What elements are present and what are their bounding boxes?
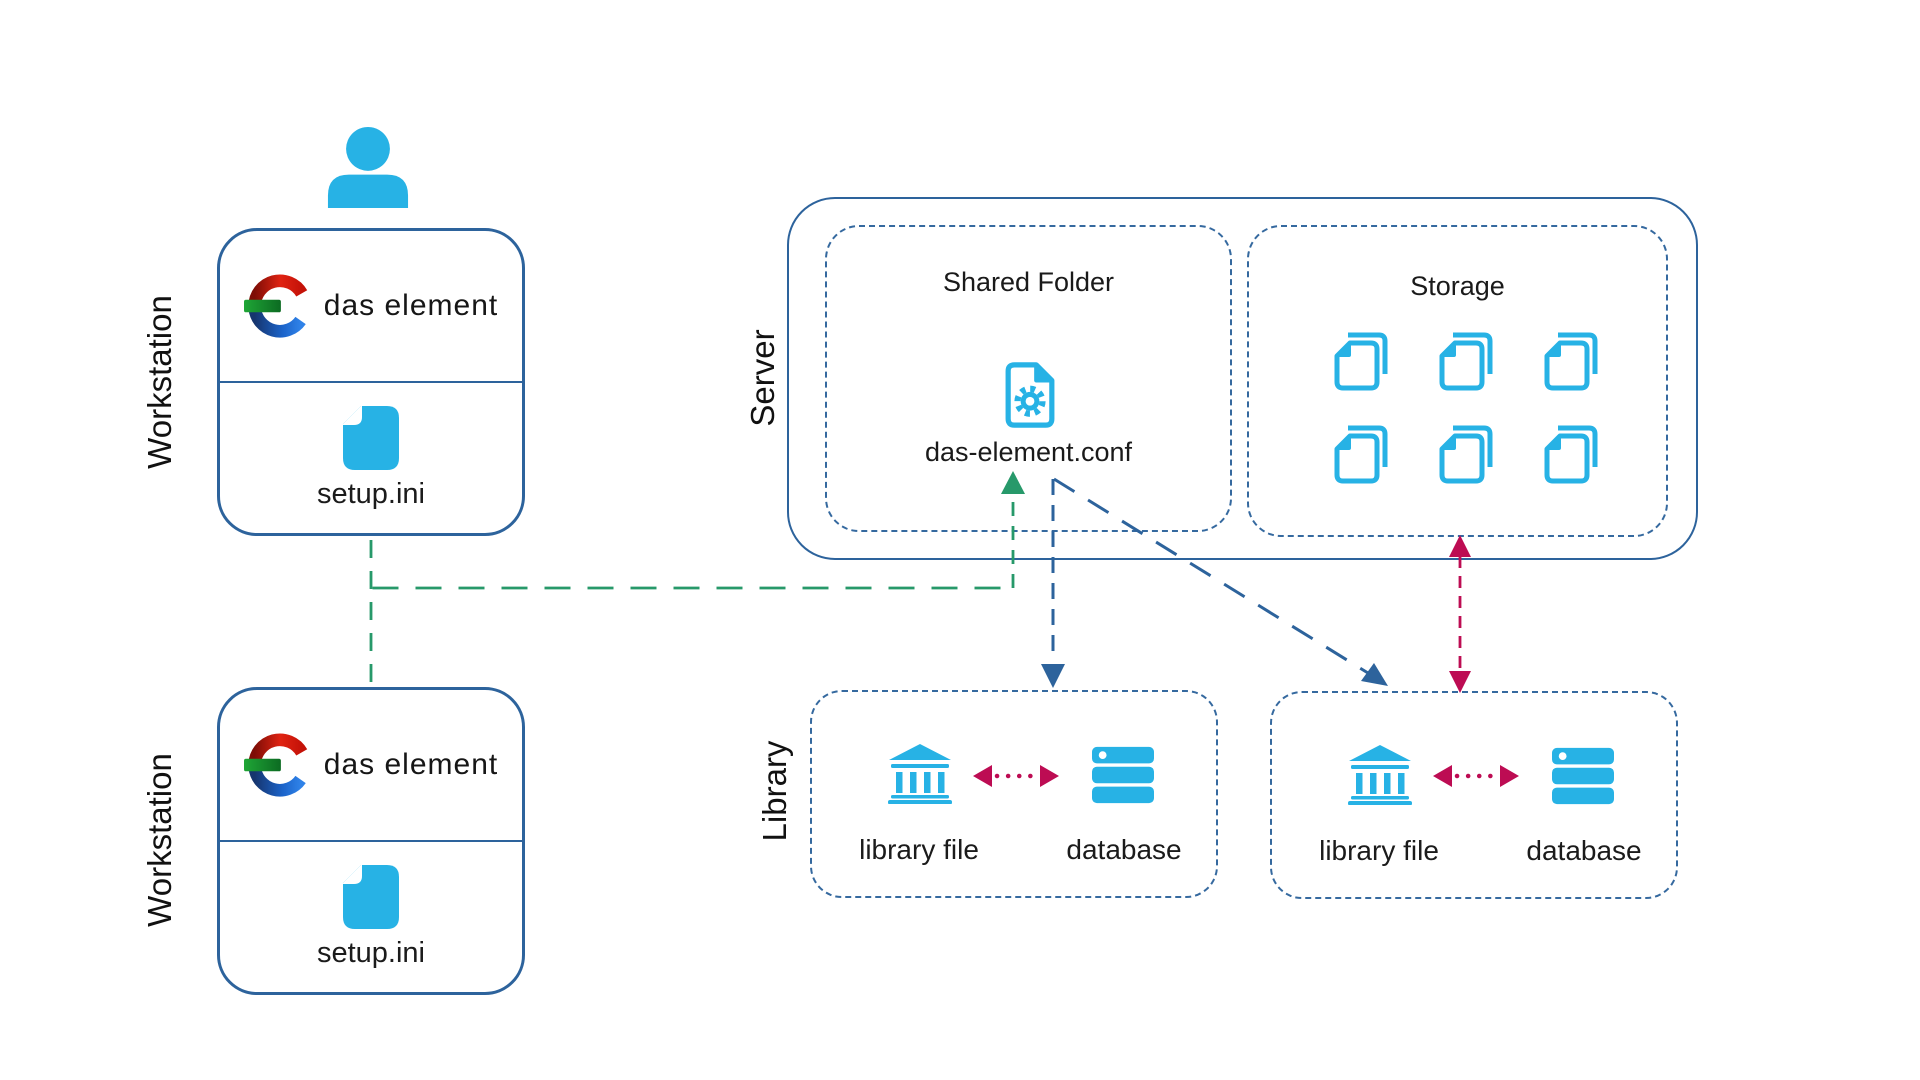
das-element-logo-icon — [244, 273, 310, 339]
workstation-2-box: das element setup.ini — [217, 687, 525, 995]
setup-file-label: setup.ini — [316, 936, 425, 969]
workstation-2-file-section: setup.ini — [220, 842, 522, 992]
database-label: database — [1066, 834, 1182, 865]
crimson-arrowhead-down — [1449, 671, 1471, 693]
storage-box: Storage — [1247, 225, 1668, 537]
workstation-1-app-section: das element — [220, 231, 522, 383]
blue-arrowhead-diagonal — [1361, 663, 1388, 686]
shared-folder-box: Shared Folder das-element.conf — [825, 225, 1232, 532]
files-copy-icon — [1439, 331, 1495, 391]
document-icon — [343, 865, 399, 929]
document-icon — [343, 406, 399, 470]
brand-name: das element — [323, 748, 499, 781]
database-label: database — [1526, 835, 1642, 866]
server-side-label: Server — [744, 329, 781, 427]
workstation-1-box: das element setup.ini — [217, 228, 525, 536]
workstation-1-side-label: Workstation — [141, 295, 178, 469]
config-file-gear-icon — [1004, 361, 1056, 429]
files-copy-icon — [1334, 424, 1390, 484]
brand-name: das element — [323, 289, 499, 322]
files-copy-icon — [1544, 331, 1600, 391]
bank-icon — [888, 744, 952, 804]
library-file-label: library file — [1319, 835, 1439, 866]
storage-title: Storage — [1410, 271, 1505, 301]
bank-icon — [1348, 745, 1412, 805]
files-copy-icon — [1439, 424, 1495, 484]
user-icon — [327, 126, 409, 208]
library-file-label: library file — [859, 834, 979, 865]
files-copy-icon — [1544, 424, 1600, 484]
setup-file-label: setup.ini — [316, 477, 425, 510]
files-copy-icon — [1334, 331, 1390, 391]
workstation-2-app-section: das element — [220, 690, 522, 842]
library-box-1: library file database — [810, 690, 1218, 898]
library-box-2: library file database — [1270, 691, 1678, 899]
shared-folder-title: Shared Folder — [942, 267, 1115, 297]
das-element-logo-icon — [244, 732, 310, 798]
database-stack-icon — [1092, 746, 1154, 804]
database-stack-icon — [1552, 747, 1614, 805]
config-file-label: das-element.conf — [924, 437, 1133, 467]
workstation-1-file-section: setup.ini — [220, 383, 522, 533]
library-side-label: Library — [756, 740, 793, 842]
blue-arrowhead-down — [1041, 664, 1065, 688]
workstation-2-side-label: Workstation — [141, 753, 178, 927]
